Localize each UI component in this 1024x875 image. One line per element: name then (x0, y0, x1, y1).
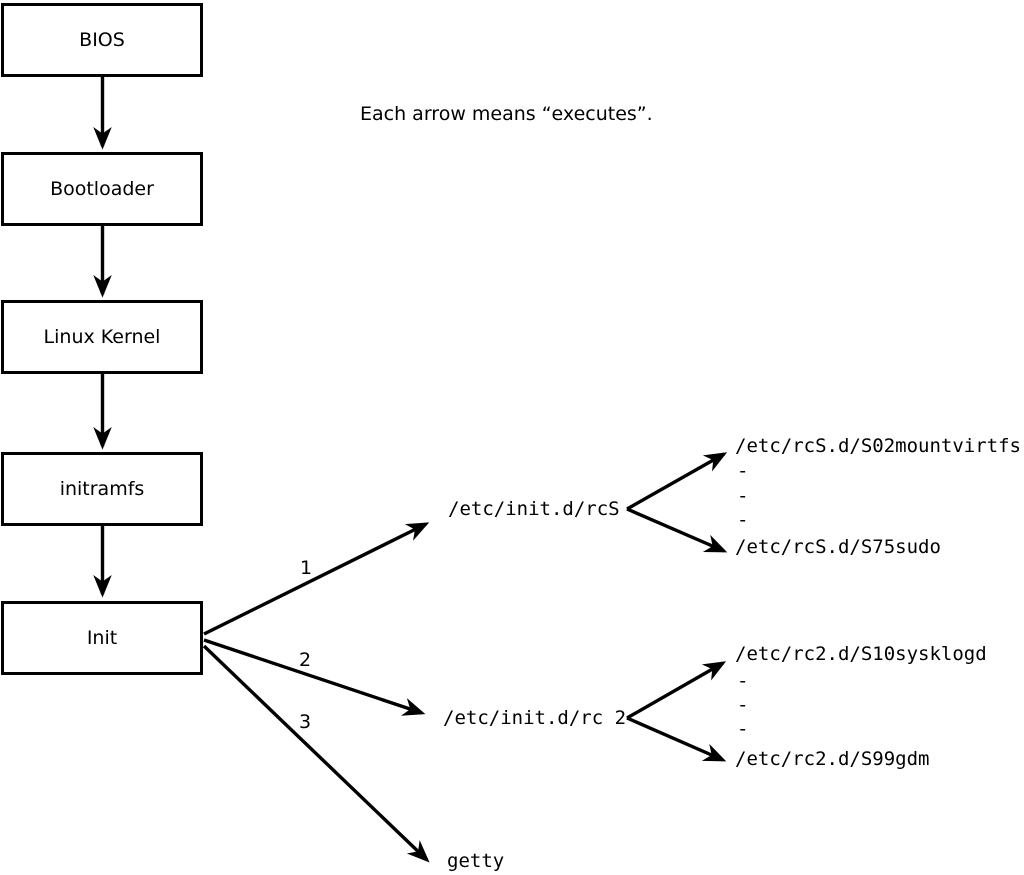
box-linux-kernel: Linux Kernel (1, 300, 203, 374)
label-rc2-ellipsis-dash: - (737, 694, 749, 716)
box-bootloader: Bootloader (1, 152, 203, 226)
label-rc2-first-entry: /etc/rc2.d/S10sysklogd (735, 643, 987, 665)
label-rcs-ellipsis-dash: - (737, 509, 749, 531)
arrow-label-3: 3 (299, 711, 312, 733)
arrow-rc2-to-first (626, 661, 727, 720)
label-getty: getty (447, 850, 505, 872)
arrow-rcs-to-last (626, 507, 728, 553)
label-rcs-ellipsis-dash: - (737, 485, 749, 507)
box-bios: BIOS (1, 3, 203, 77)
arrow-init-to-rc2 (203, 638, 426, 716)
label-etc-init-d-rcs: /etc/init.d/rcS (448, 498, 620, 520)
label-rcs-ellipsis-dash: - (737, 460, 749, 482)
box-init-label: Init (86, 627, 118, 649)
box-initramfs: initramfs (1, 452, 203, 526)
label-rc2-ellipsis-dash: - (737, 670, 749, 692)
box-linux-kernel-label: Linux Kernel (43, 326, 161, 348)
arrow-rcs-to-first (626, 452, 728, 511)
box-bootloader-label: Bootloader (50, 178, 154, 200)
arrow-label-1: 1 (300, 557, 313, 579)
arrow-label-2: 2 (299, 649, 312, 671)
legend-note: Each arrow means “executes”. (360, 103, 653, 125)
label-rc2-last-entry: /etc/rc2.d/S99gdm (735, 748, 930, 770)
arrow-rc2-to-last (626, 716, 727, 762)
box-initramfs-label: initramfs (59, 478, 145, 500)
label-etc-init-d-rc2: /etc/init.d/rc 2 (443, 707, 627, 729)
label-rc2-ellipsis-dash: - (737, 718, 749, 740)
label-rcs-last-entry: /etc/rcS.d/S75sudo (735, 536, 941, 558)
box-bios-label: BIOS (79, 29, 125, 51)
label-rcs-first-entry: /etc/rcS.d/S02mountvirtfs (735, 435, 1021, 457)
arrow-init-to-rcs (203, 522, 430, 636)
box-init: Init (1, 601, 203, 675)
arrow-init-to-getty (202, 644, 430, 863)
